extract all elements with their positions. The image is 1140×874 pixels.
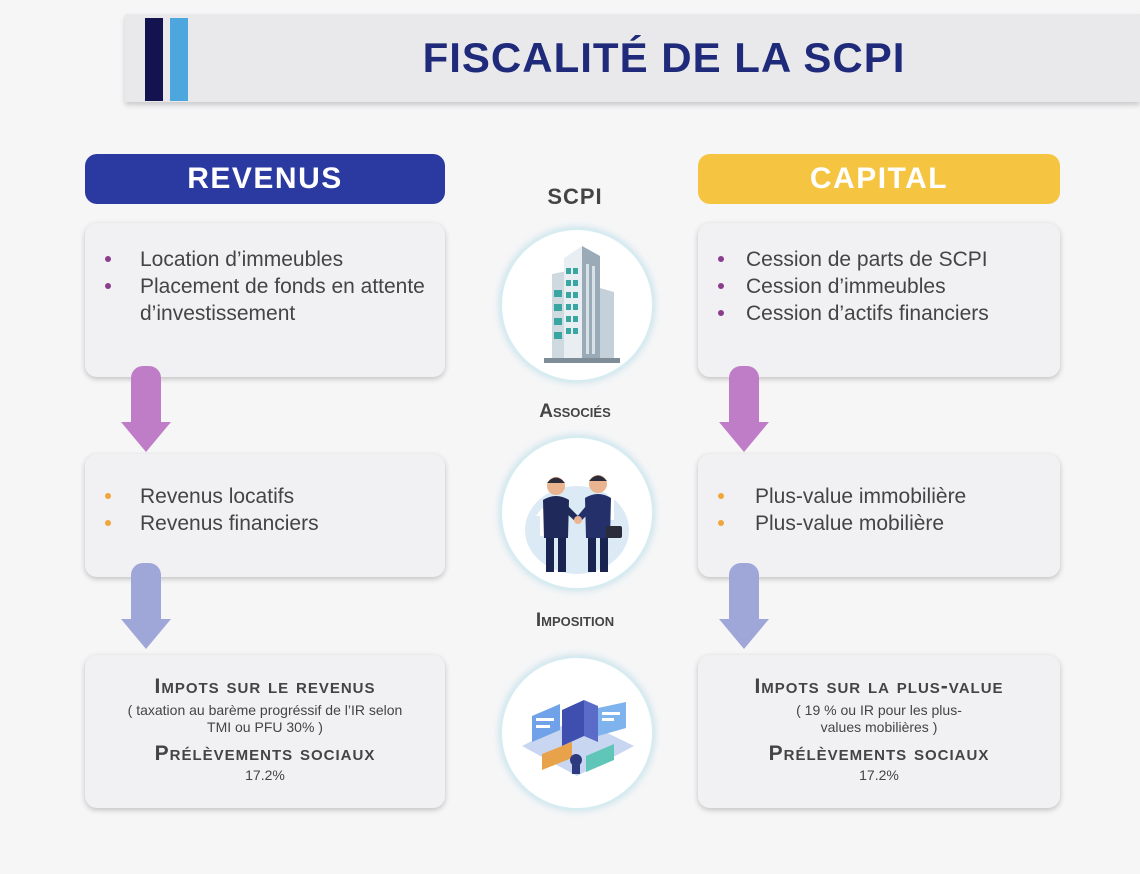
bullet-icon — [105, 520, 111, 526]
list-item-label: Cession d’immeubles — [746, 275, 946, 298]
list-item: Revenus locatifs — [85, 483, 445, 510]
bullet-icon — [105, 256, 111, 262]
tax-detail: ( 19 % ou IR pour les plus-values mobili… — [796, 702, 962, 735]
title-accent-dark — [145, 18, 163, 101]
capital-types-card: Plus-value immobilière Plus-value mobili… — [698, 454, 1060, 577]
list-item: Revenus financiers — [85, 510, 445, 537]
list-item-label: Location d’immeubles — [140, 248, 344, 271]
list-item: Location d’immeubles — [85, 246, 445, 273]
revenus-tax-card: Impots sur le revenus ( taxation au barè… — [85, 655, 445, 808]
title-accent-light — [170, 18, 188, 101]
imposition-label: Imposition — [535, 610, 615, 631]
list-item-label: Cession d’actifs financiers — [746, 302, 989, 325]
social-tax-title: Prélèvements sociaux — [768, 742, 990, 765]
capital-header: CAPITAL — [698, 154, 1060, 204]
handshake-businessmen-icon — [500, 436, 654, 590]
list-item-label: Cession de parts de SCPI — [746, 248, 988, 271]
tax-detail: ( taxation au barème progréssif de l’IR … — [127, 702, 403, 735]
list-item: Cession de parts de SCPI — [698, 246, 1060, 273]
page-title: FISCALITÉ DE LA SCPI — [422, 34, 906, 81]
arrow-down-icon — [121, 563, 171, 649]
arrow-down-icon — [719, 563, 769, 649]
arrow-down-icon — [121, 366, 171, 452]
list-item-label: Placement de fonds en attente d’investis… — [140, 275, 425, 325]
title-banner — [125, 14, 1140, 102]
tax-title: Impots sur la plus-value — [754, 675, 1004, 698]
social-tax-rate: 17.2% — [245, 767, 285, 783]
list-item-label: Revenus locatifs — [140, 485, 295, 508]
revenus-sources-card: Location d’immeubles Placement de fonds … — [85, 223, 445, 377]
tax-title: Impots sur le revenus — [154, 675, 376, 698]
bullet-icon — [718, 256, 724, 262]
list-item: Placement de fonds en attente d’investis… — [85, 273, 445, 327]
bullet-icon — [718, 310, 724, 316]
office-building-icon — [500, 228, 654, 382]
tax-dashboard-icon — [500, 656, 654, 810]
arrow-down-icon — [719, 366, 769, 452]
list-item: Cession d’actifs financiers — [698, 300, 1060, 327]
bullet-icon — [718, 520, 724, 526]
list-item: Plus-value immobilière — [698, 483, 1060, 510]
associes-label: Associés — [539, 401, 611, 422]
bullet-icon — [105, 493, 111, 499]
revenus-header: REVENUS — [85, 154, 445, 204]
capital-sources-card: Cession de parts de SCPI Cession d’immeu… — [698, 223, 1060, 377]
list-item-label: Revenus financiers — [140, 512, 319, 535]
list-item-label: Plus-value immobilière — [755, 485, 967, 508]
revenus-types-card: Revenus locatifs Revenus financiers — [85, 454, 445, 577]
bullet-icon — [718, 283, 724, 289]
scpi-label: SCPI — [547, 184, 603, 209]
social-tax-rate: 17.2% — [859, 767, 899, 783]
bullet-icon — [105, 283, 111, 289]
list-item: Plus-value mobilière — [698, 510, 1060, 537]
social-tax-title: Prélèvements sociaux — [154, 742, 376, 765]
list-item: Cession d’immeubles — [698, 273, 1060, 300]
list-item-label: Plus-value mobilière — [755, 512, 945, 535]
bullet-icon — [718, 493, 724, 499]
capital-tax-card: Impots sur la plus-value ( 19 % ou IR po… — [698, 655, 1060, 808]
